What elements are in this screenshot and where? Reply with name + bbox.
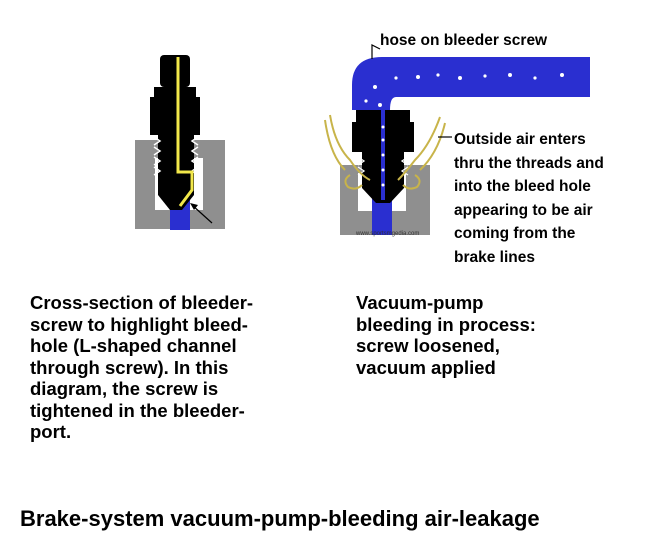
caption-line: hole (L-shaped channel xyxy=(30,335,237,356)
bleeder-hose xyxy=(352,57,590,110)
air-bubbles-hose xyxy=(364,73,564,107)
left-caption: Cross-section of bleeder- screw to highl… xyxy=(30,292,330,443)
caption-line: through screw). In this xyxy=(30,356,229,378)
caption-line: screw loosened, xyxy=(356,335,500,356)
air-line: coming from the xyxy=(454,225,576,242)
caption-line: Cross-section of bleeder- xyxy=(30,292,254,313)
bleed-hole-channel xyxy=(176,57,194,207)
brake-fluid-channel xyxy=(372,193,392,235)
right-caption: Vacuum-pump bleeding in process: screw l… xyxy=(356,292,616,378)
air-line: appearing to be air xyxy=(454,201,593,219)
vacuum-bleeding-diagram xyxy=(324,44,590,235)
caption-line: diagram, the screw is xyxy=(30,378,219,399)
hose-leader-line xyxy=(371,44,381,59)
air-bubbles-screw xyxy=(381,125,385,187)
caption-line: bleeding in process: xyxy=(356,313,536,335)
caption-line: screw to highlight bleed- xyxy=(30,313,248,335)
caption-line: port. xyxy=(30,421,72,442)
watermark: www.sportsmgedia.com xyxy=(356,231,420,237)
seat-arrow xyxy=(190,203,213,224)
hose-label: hose on bleeder screw xyxy=(380,32,548,49)
caption-line: vacuum applied xyxy=(356,356,496,378)
screw-threads xyxy=(357,156,409,176)
caption-line: Vacuum-pump xyxy=(356,292,484,313)
air-line: thru the threads and xyxy=(454,154,604,172)
outside-air-swirls xyxy=(324,114,446,190)
air-line: brake lines xyxy=(454,248,535,266)
air-line: Outside air enters xyxy=(454,131,586,148)
caption-line: tightened in the bleeder- xyxy=(30,399,245,421)
air-line: into the bleed hole xyxy=(454,178,591,195)
tightened-screw-diagram xyxy=(135,55,225,230)
figure-title: Brake-system vacuum-pump-bleeding air-le… xyxy=(20,506,540,531)
air-leak-explanation: Outside air enters thru the threads and … xyxy=(454,128,654,269)
